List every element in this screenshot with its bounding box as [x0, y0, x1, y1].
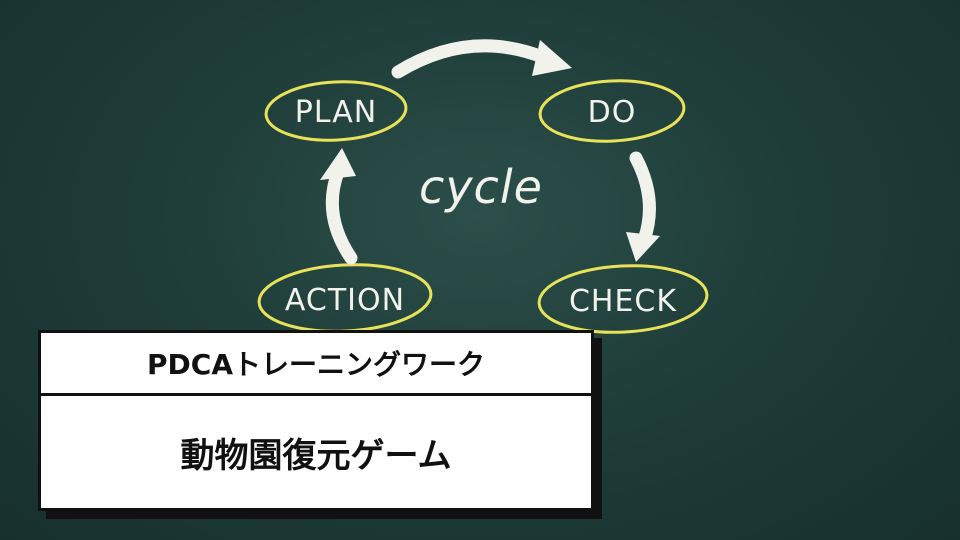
plan-label: PLAN: [295, 95, 377, 130]
arrow-action-to-plan: [320, 148, 358, 265]
action-label: ACTION: [285, 283, 405, 318]
main-title: 動物園復元ゲーム: [180, 435, 452, 476]
cycle-center-label: cycle: [419, 160, 543, 214]
do-ellipse: [538, 79, 686, 143]
plan-ellipse: [264, 80, 408, 142]
check-label: CHECK: [569, 284, 677, 319]
arrow-do-to-check: [626, 151, 660, 262]
arrow-plan-to-do: [391, 39, 572, 79]
check-ellipse: [537, 264, 709, 334]
subtitle: PDCAトレーニングワーク: [41, 333, 591, 396]
title-card: PDCAトレーニングワーク 動物園復元ゲーム: [38, 330, 594, 511]
do-label: DO: [588, 95, 637, 130]
